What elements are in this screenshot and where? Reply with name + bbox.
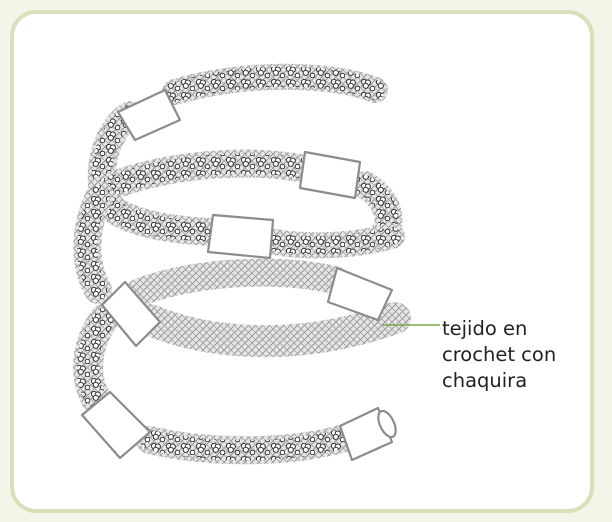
beaded-strand-top xyxy=(162,63,388,105)
callout-line-2: crochet con xyxy=(442,343,557,366)
tube-connector-end xyxy=(377,409,397,439)
tube-connector xyxy=(206,213,275,260)
beaded-strand-left-lower xyxy=(73,181,114,304)
tube-connector xyxy=(298,150,362,200)
callout-line-1: tejido en xyxy=(442,317,528,340)
callout-line-3: chaquira xyxy=(442,369,528,392)
beaded-strand-bottom xyxy=(136,424,359,465)
callout-label: tejido en crochet con chaquira xyxy=(442,316,602,394)
tube-connector xyxy=(100,280,162,348)
beaded-strand-middle-lower xyxy=(94,191,405,259)
tube-connector xyxy=(80,390,152,460)
beaded-strand-left-bottom xyxy=(73,303,120,420)
tube-connector xyxy=(326,266,394,322)
tube-connector xyxy=(116,88,182,142)
plain-crochet-strand xyxy=(126,258,411,358)
